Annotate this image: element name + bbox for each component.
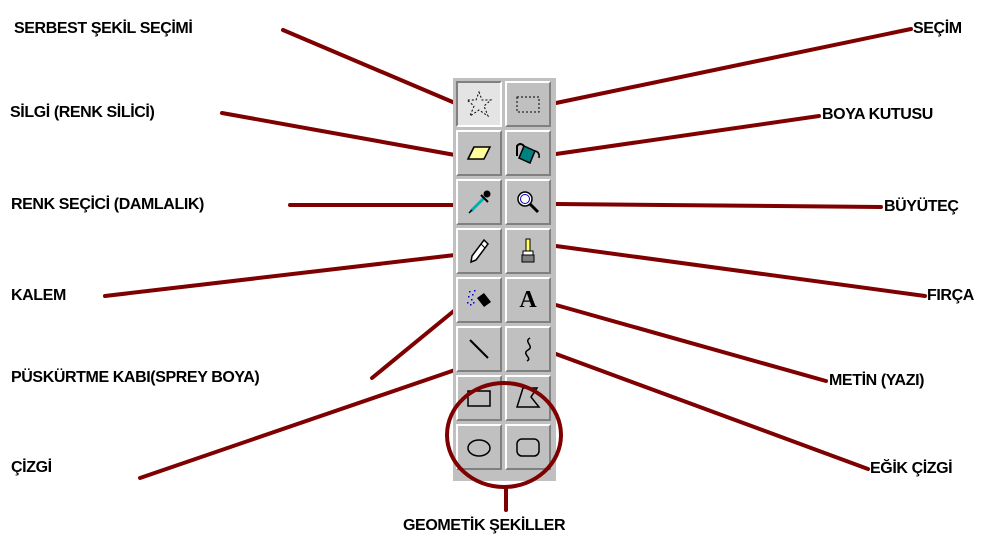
fill-bucket-button[interactable] <box>505 130 551 176</box>
label-renk-secici: RENK SEÇİCİ (DAMLALIK) <box>11 196 204 213</box>
geometric-shapes-highlight <box>445 381 563 489</box>
leader-cizgi <box>138 368 457 480</box>
label-kalem: KALEM <box>11 287 66 304</box>
label-boya-kutusu: BOYA KUTUSU <box>822 106 933 123</box>
pencil-button[interactable] <box>456 228 502 274</box>
leader-buyutec <box>554 202 883 209</box>
select-button[interactable] <box>505 81 551 127</box>
label-buyutec: BÜYÜTEÇ <box>884 198 959 215</box>
curve-icon <box>525 337 532 362</box>
label-metin: METİN (YAZI) <box>829 372 925 389</box>
line-button[interactable] <box>456 326 502 372</box>
text-button[interactable]: A <box>505 277 551 323</box>
line-icon <box>469 339 489 359</box>
leader-egik-cizgi <box>554 352 870 471</box>
label-firca: FIRÇA <box>927 287 974 304</box>
label-puskurtme-kabi: PÜSKÜRTME KABI(SPREY BOYA) <box>11 369 260 386</box>
rectangle-select-icon <box>516 96 540 113</box>
color-picker-button[interactable] <box>456 179 502 225</box>
eraser-button[interactable] <box>456 130 502 176</box>
magnifier-icon <box>517 191 540 214</box>
leader-puskurtme <box>370 308 457 380</box>
brush-button[interactable] <box>505 228 551 274</box>
magnifier-button[interactable] <box>505 179 551 225</box>
leader-kalem <box>103 253 457 298</box>
leader-boya-kutusu <box>554 114 821 156</box>
pencil-icon <box>470 238 489 264</box>
eraser-icon <box>466 146 492 160</box>
label-silgi: SİLGİ (RENK SİLİCİ) <box>10 104 155 121</box>
label-serbest-sekil-secimi: SERBEST ŞEKİL SEÇİMİ <box>14 20 193 37</box>
free-form-select-icon <box>465 90 493 118</box>
label-cizgi: ÇİZGİ <box>11 459 52 476</box>
airbrush-button[interactable] <box>456 277 502 323</box>
leader-secim <box>554 27 913 105</box>
curve-button[interactable] <box>505 326 551 372</box>
leader-firca <box>554 244 927 298</box>
label-egik-cizgi: EĞİK ÇİZGİ <box>870 460 953 477</box>
eyedropper-icon <box>468 190 491 214</box>
leader-serbest <box>281 28 457 105</box>
label-geometrik-sekiller: GEOMETİK ŞEKİLLER <box>403 517 566 534</box>
brush-icon <box>521 238 535 263</box>
text-icon: A <box>519 287 537 313</box>
leader-silgi <box>220 111 457 157</box>
paint-bucket-icon <box>516 143 540 165</box>
free-form-select-button[interactable] <box>456 81 502 127</box>
leader-metin <box>554 303 828 383</box>
label-secim: SEÇİM <box>913 20 962 37</box>
spray-can-icon <box>467 290 491 307</box>
